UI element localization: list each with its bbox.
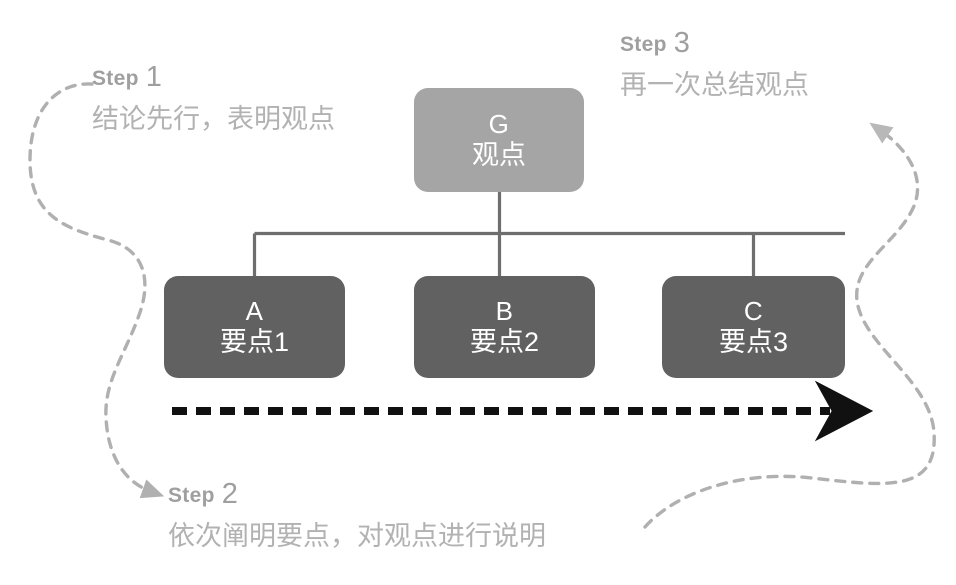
step-2-heading-word: Step xyxy=(168,484,215,507)
step-3-heading: Step 3 xyxy=(620,26,809,61)
step-curve-left xyxy=(28,82,165,499)
node-c-code: C xyxy=(743,295,764,326)
step-1-annotation: Step 1 结论先行，表明观点 xyxy=(92,60,335,137)
tree-connector-group xyxy=(252,192,845,276)
step-3-annotation: Step 3 再一次总结观点 xyxy=(620,26,809,103)
step-3-number: 3 xyxy=(673,27,691,59)
node-b-label: 要点2 xyxy=(469,326,540,357)
step-1-description: 结论先行，表明观点 xyxy=(92,103,335,134)
step-1-number: 1 xyxy=(145,61,163,93)
step-2-description: 依次阐明要点，对观点进行说明 xyxy=(168,520,546,551)
node-box-g[interactable]: G 观点 xyxy=(414,88,584,192)
step-curve-right xyxy=(643,122,936,529)
step-1-heading: Step 1 xyxy=(92,60,335,95)
step-2-heading: Step 2 xyxy=(168,477,546,512)
node-b-code: B xyxy=(495,295,514,326)
node-a-code: A xyxy=(245,295,264,326)
node-box-a[interactable]: A 要点1 xyxy=(164,276,345,378)
step-2-number: 2 xyxy=(221,478,239,510)
node-box-c[interactable]: C 要点3 xyxy=(662,276,845,378)
step-1-heading-word: Step xyxy=(92,67,139,90)
step-2-annotation: Step 2 依次阐明要点，对观点进行说明 xyxy=(168,477,546,554)
node-box-b[interactable]: B 要点2 xyxy=(414,276,595,378)
node-g-code: G xyxy=(488,108,510,139)
node-g-label: 观点 xyxy=(472,139,526,170)
step-3-heading-word: Step xyxy=(620,33,667,56)
node-c-label: 要点3 xyxy=(718,326,789,357)
node-a-label: 要点1 xyxy=(219,326,290,357)
step-3-description: 再一次总结观点 xyxy=(620,69,809,100)
